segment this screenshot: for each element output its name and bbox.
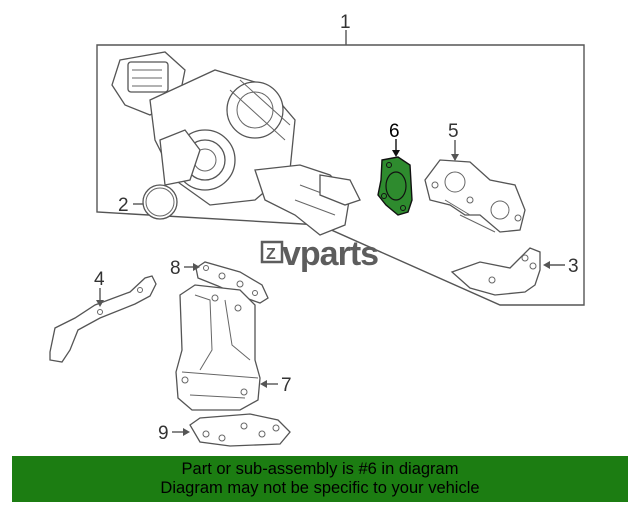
assembly-1-frame — [96, 44, 585, 306]
part-3-bracket — [450, 247, 541, 296]
parts-diagram: 1 2 6 5 — [49, 12, 585, 447]
callout-3[interactable]: 3 — [568, 256, 579, 277]
callout-6[interactable]: 6 — [389, 121, 400, 142]
callout-7[interactable]: 7 — [281, 375, 292, 396]
callout-8[interactable]: 8 — [170, 258, 181, 279]
callout-3-arrow — [543, 261, 550, 269]
part-2-gasket-ring — [142, 184, 178, 220]
callout-5[interactable]: 5 — [448, 121, 459, 142]
callout-9[interactable]: 9 — [158, 423, 169, 444]
part-6-gasket-opening — [385, 171, 407, 201]
callout-7-arrow — [260, 380, 267, 388]
callout-1[interactable]: 1 — [340, 12, 351, 33]
part-5-flange — [424, 159, 526, 233]
part-6-bolt-hole — [386, 162, 392, 168]
part-6-bolt-hole — [381, 193, 387, 199]
part-8-gasket — [195, 261, 269, 304]
turbocharger — [111, 51, 361, 236]
callout-4[interactable]: 4 — [94, 269, 105, 290]
part-4-bracket — [49, 275, 157, 363]
vparts-watermark: Z vparts — [260, 235, 379, 273]
callout-6-arrow — [392, 150, 400, 157]
svg-text:vparts: vparts — [282, 235, 378, 273]
callout-4-arrow — [96, 300, 104, 307]
fitment-notice-banner: Part or sub-assembly is #6 in diagram Di… — [12, 456, 628, 502]
callout-5-arrow — [451, 154, 459, 161]
callout-2[interactable]: 2 — [118, 195, 129, 216]
banner-part-line: Part or sub-assembly is #6 in diagram — [181, 460, 459, 478]
part-6-bolt-hole — [400, 205, 406, 211]
callout-9-arrow — [183, 428, 190, 436]
part-9-gasket — [189, 413, 291, 447]
banner-disclaimer-line: Diagram may not be specific to your vehi… — [160, 479, 480, 497]
part-7-housing — [175, 284, 261, 411]
callout-8-arrow — [193, 263, 200, 271]
svg-text:Z: Z — [266, 246, 276, 263]
